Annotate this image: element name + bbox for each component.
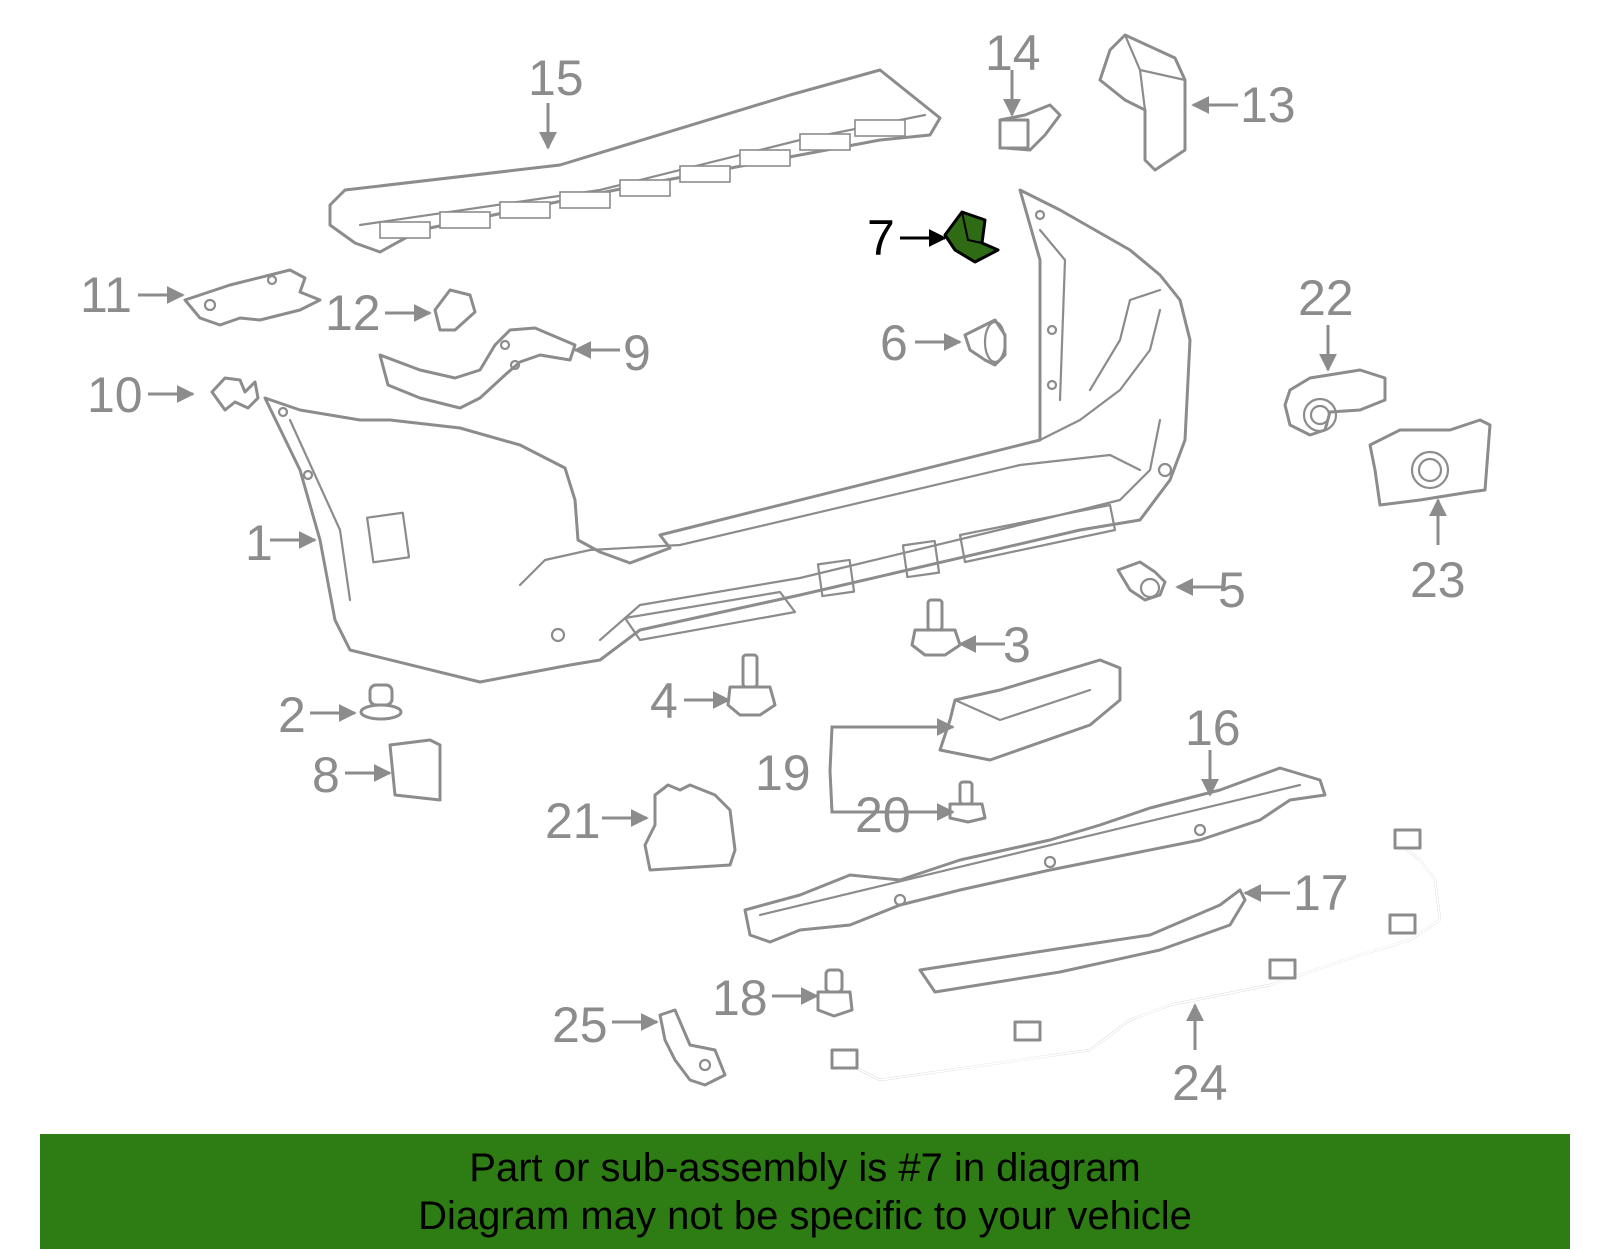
part-23-sensor-holder	[1368, 418, 1492, 507]
part-25-bracket	[658, 1008, 727, 1087]
banner-line-2: Diagram may not be specific to your vehi…	[418, 1194, 1192, 1238]
callout-2: 2	[278, 687, 306, 743]
callout-18: 18	[712, 970, 768, 1026]
part-13-bracket	[1098, 33, 1187, 172]
part-6-grommet	[963, 318, 1007, 367]
callout-4: 4	[650, 673, 678, 729]
callout-6: 6	[880, 315, 908, 371]
callout-5: 5	[1218, 562, 1246, 618]
part-24-wire-harness	[830, 828, 1442, 1082]
leader-arrows	[138, 70, 1447, 1050]
part-17-absorber	[918, 888, 1247, 994]
part-22-sensor	[1283, 368, 1387, 437]
callout-8: 8	[312, 747, 340, 803]
callout-22: 22	[1298, 270, 1354, 326]
callout-14: 14	[985, 25, 1041, 81]
callout-3: 3	[1003, 617, 1031, 673]
callout-25: 25	[552, 997, 608, 1053]
part-2-clip	[359, 683, 403, 721]
callout-19: 19	[755, 745, 811, 801]
part-19-bracket	[938, 658, 1122, 762]
part-5-grommet	[1116, 560, 1167, 602]
callout-1: 1	[245, 515, 273, 571]
callout-12: 12	[325, 285, 381, 341]
info-banner: Part or sub-assembly is #7 in diagram Di…	[40, 1134, 1570, 1249]
part-10-clip	[210, 376, 260, 412]
callout-20: 20	[855, 787, 911, 843]
callout-13: 13	[1240, 77, 1296, 133]
part-4-fastener	[726, 653, 777, 717]
banner-line-1: Part or sub-assembly is #7 in diagram	[469, 1146, 1141, 1190]
part-18-bolt	[816, 968, 854, 1018]
part-20-bolt	[948, 780, 987, 824]
part-11-bracket	[183, 268, 322, 327]
callout-11: 11	[80, 267, 132, 323]
part-15-step-pad	[328, 68, 942, 254]
callout-9: 9	[623, 325, 651, 381]
part-9-side-bracket	[378, 326, 577, 410]
part-14-clip	[998, 103, 1062, 152]
callout-17: 17	[1293, 865, 1349, 921]
part-7-retainer-highlighted	[943, 210, 1000, 264]
callout-23: 23	[1410, 552, 1466, 608]
callout-7: 7	[867, 210, 895, 266]
callout-21: 21	[545, 793, 601, 849]
callout-24: 24	[1172, 1055, 1228, 1111]
part-1-bumper-cover	[263, 188, 1192, 684]
part-3-fastener	[910, 598, 962, 657]
callout-labels: 15 14 13 7 11 12 9 6 10 22 23 1 5 3 4 2 …	[80, 25, 1466, 1111]
callout-15: 15	[528, 50, 584, 106]
callout-10: 10	[87, 367, 143, 423]
part-8-pad	[388, 738, 442, 802]
part-21-bracket	[643, 783, 737, 872]
callout-16: 16	[1185, 700, 1241, 756]
part-16-reinforcement	[743, 766, 1327, 944]
part-12-retainer	[433, 288, 477, 332]
